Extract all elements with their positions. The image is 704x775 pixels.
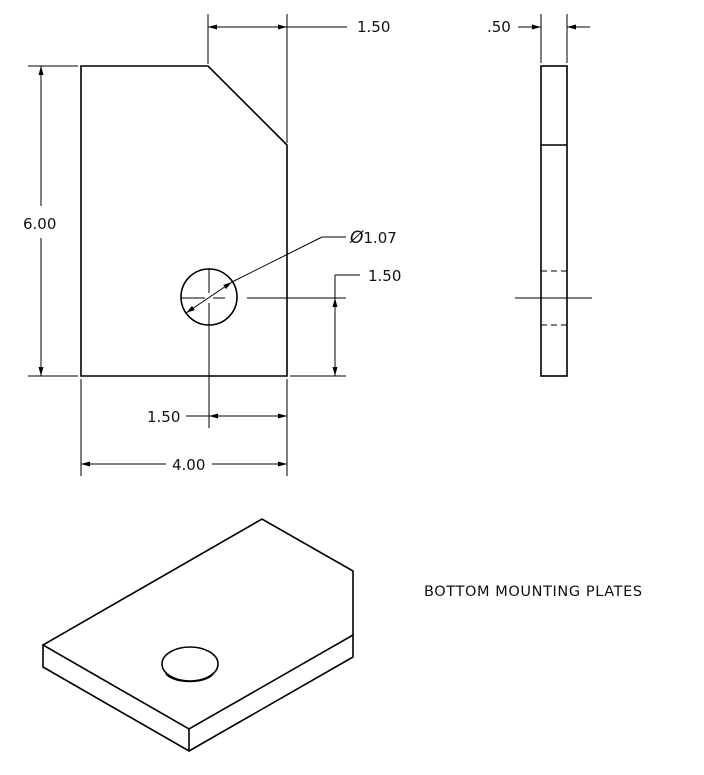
dim-text-hole-diameter: Ø1.07 — [349, 228, 397, 248]
front-view-outline — [80, 65, 288, 377]
iso-hole-inner-edge — [165, 673, 214, 683]
dim-value-hole-diameter: 1.07 — [363, 229, 396, 247]
front-view: 1.50 6.00 Ø1.07 1.50 1.50 4.00 — [23, 14, 401, 476]
dim-text-chamfer-width: 1.50 — [357, 18, 390, 36]
side-view-outline — [540, 65, 568, 377]
iso-hole-top — [161, 646, 219, 682]
drawing-title: BOTTOM MOUNTING PLATES — [424, 584, 643, 600]
iso-front-side — [42, 645, 190, 753]
dim-text-thickness: .50 — [487, 18, 511, 36]
side-view: .50 — [487, 14, 592, 377]
iso-top-face — [41, 518, 354, 730]
diameter-symbol: Ø — [349, 228, 364, 248]
dim-text-overall-width: 4.00 — [172, 456, 205, 474]
isometric-view — [41, 518, 354, 753]
iso-right-side — [188, 635, 354, 752]
dim-line-hole-diameter — [185, 281, 233, 314]
dim-text-hole-offset: 1.50 — [147, 408, 180, 426]
leader-hole-diameter — [231, 236, 323, 283]
dim-text-hole-height: 1.50 — [368, 267, 401, 285]
dim-text-overall-height: 6.00 — [23, 215, 56, 233]
